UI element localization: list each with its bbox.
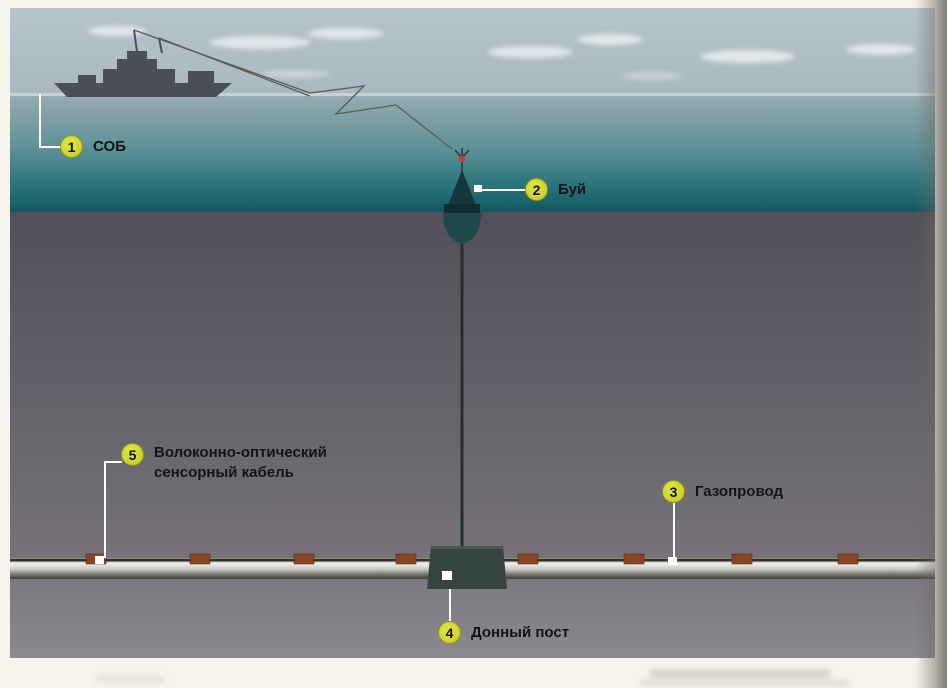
diagram-illustration: 1 СОБ 2 Буй 3 Газопровод 4 Донный пост 5… [10,8,935,658]
deep-water [10,212,935,658]
callout-pipeline-badge: 3 [662,480,685,503]
callout-sensor-cable-label-line1: Волоконно-оптический [154,444,327,461]
print-bleed-mark [95,676,165,682]
waterline [10,93,935,96]
marker-square-cable [95,556,104,564]
callout-sensor-cable-badge: 5 [121,443,144,466]
callout-sob: 1 СОБ [60,135,126,158]
leader-line-sob [39,94,41,148]
leader-line-buoy [481,189,526,191]
sea-surface-layer [10,96,935,212]
callout-bottom-station: 4 Донный пост [438,621,569,644]
print-bleed-mark [650,670,830,678]
sky [10,8,935,96]
leader-line-sob [39,146,61,148]
leader-line-cable [104,461,106,558]
callout-sob-badge: 1 [60,135,83,158]
callout-bottom-station-label: Донный пост [471,623,570,641]
marker-square-pipeline [668,557,677,565]
callout-sensor-cable: 5 Волоконно-оптический сенсорный кабель [121,443,327,482]
leader-line-cable [104,461,122,463]
callout-buoy-badge: 2 [525,178,548,201]
callout-bottom-station-badge: 4 [438,621,461,644]
callout-pipeline-label: Газопровод [695,482,783,500]
page-edge-shadow [915,0,947,688]
gas-pipeline [10,557,935,579]
cloud [622,72,682,80]
marker-square-buoy [474,185,482,192]
callout-buoy-label: Буй [558,180,587,198]
cloud [578,34,643,45]
cloud [700,50,795,63]
leader-line-station [449,589,451,621]
print-bleed-mark [640,680,850,686]
leader-line-pipeline [673,503,675,557]
marker-square-station [442,571,452,580]
cloud [260,70,330,78]
callout-sob-label: СОБ [93,137,126,155]
callout-pipeline: 3 Газопровод [662,480,783,503]
callout-buoy: 2 Буй [525,178,586,201]
callout-sensor-cable-label-line2: сенсорный кабель [154,463,294,481]
callout-sensor-cable-label: Волоконно-оптический сенсорный кабель [154,443,327,482]
cloud [308,28,383,39]
cloud [846,44,916,55]
cloud [488,46,573,58]
cloud [210,36,310,49]
cloud [88,26,146,36]
